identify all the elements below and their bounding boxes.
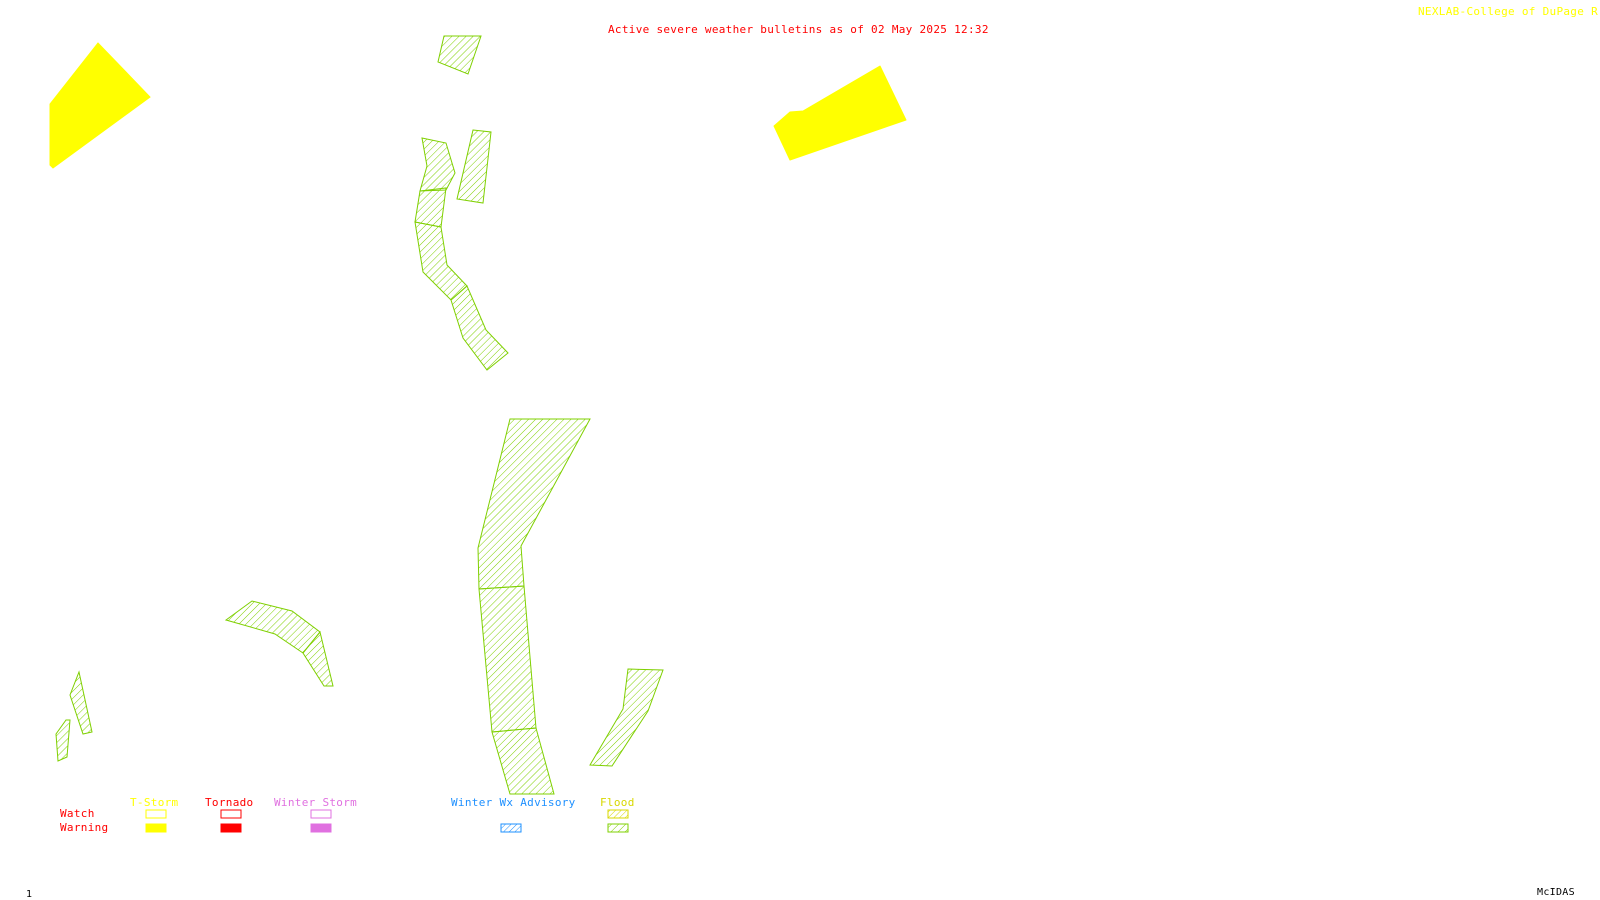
flood-warning-polygon <box>456 129 492 204</box>
flood-warning-polygon <box>69 670 93 735</box>
frame-number: 1 <box>26 889 33 900</box>
flood-warning-swatch <box>607 823 629 833</box>
legend-label-winter-storm: Winter Storm <box>274 796 358 809</box>
flood-warning-polygon <box>477 418 591 590</box>
flood-warning-polygon <box>491 727 555 795</box>
legend-label-tstorm: T-Storm <box>130 796 179 809</box>
legend-row-warning: Warning <box>60 821 109 834</box>
flood-warning-polygon <box>414 187 447 228</box>
flood-warning-polygon <box>478 585 537 733</box>
bulletin-title: Active severe weather bulletins as of 02… <box>608 23 989 36</box>
flood-warning-polygon <box>55 719 71 762</box>
flood-watch-swatch <box>607 809 629 819</box>
winter-storm-watch-swatch <box>310 809 332 819</box>
flood-warning-polygon <box>589 668 664 767</box>
flood-warning-polygon <box>450 285 509 371</box>
legend-label-tornado: Tornado <box>205 796 254 809</box>
tornado-watch-swatch <box>220 809 242 819</box>
source-credit: NEXLAB-College of DuPage R <box>1418 5 1598 18</box>
flood-warning-polygon <box>224 600 321 654</box>
flood-warning-polygon <box>437 35 482 75</box>
tstorm-warning-polygon <box>49 42 151 169</box>
legend-swatches <box>145 809 629 833</box>
tornado-warning-swatch <box>220 823 242 833</box>
winter-wx-advisory-swatch <box>500 823 522 833</box>
tstorm-warning-polygon <box>773 65 907 161</box>
legend-row-watch: Watch <box>60 807 95 820</box>
software-label: McIDAS <box>1537 887 1575 898</box>
flood-warning-polygon <box>419 137 456 192</box>
winter-storm-warning-swatch <box>310 823 332 833</box>
legend-label-flood: Flood <box>600 796 635 809</box>
legend-label-winter-wx-advisory: Winter Wx Advisory <box>451 796 576 809</box>
flood-warning-polygon <box>414 221 468 301</box>
flood-warning-polygon <box>302 630 334 687</box>
flood-warning-group <box>55 35 664 795</box>
tstorm-warning-swatch <box>145 823 167 833</box>
tstorm-watch-swatch <box>145 809 167 819</box>
